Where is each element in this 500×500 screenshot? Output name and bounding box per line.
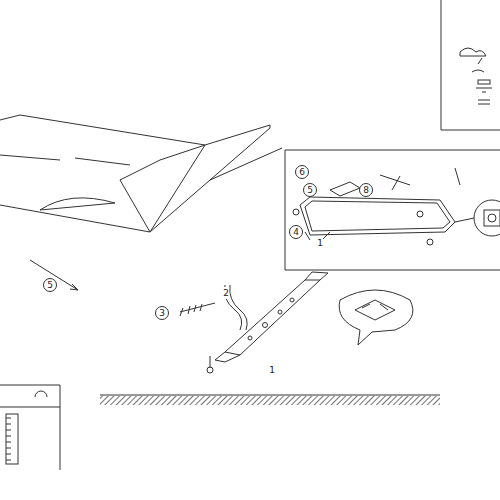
wall-plug <box>355 300 395 320</box>
callout-number: 1 <box>317 237 323 249</box>
cycle-icon <box>35 391 47 397</box>
callout-number: 3 <box>155 306 169 320</box>
callout-bubble <box>339 290 413 345</box>
callout-number: 6 <box>295 165 309 179</box>
info-box <box>0 385 60 470</box>
callout-number: 5 <box>303 183 317 197</box>
callout-number: 1 <box>269 364 275 376</box>
frame-line <box>441 130 500 131</box>
callout-number: 4 <box>289 225 303 239</box>
callout-number: 2 <box>223 287 229 299</box>
ruler-ticks <box>6 418 11 460</box>
ruler-icon <box>6 414 18 464</box>
inset-frame <box>285 150 500 270</box>
wall-line <box>100 395 440 396</box>
mounting-bracket <box>207 272 328 373</box>
callout-number: 8 <box>359 183 373 197</box>
screw <box>180 303 215 316</box>
wall-hatch <box>100 396 440 405</box>
arrow-head <box>70 284 78 290</box>
frame-line <box>441 0 442 130</box>
callout-number: 5 <box>43 278 57 292</box>
lamp-housing <box>0 115 270 232</box>
symbol-group <box>460 48 492 104</box>
leader-line <box>210 148 282 180</box>
